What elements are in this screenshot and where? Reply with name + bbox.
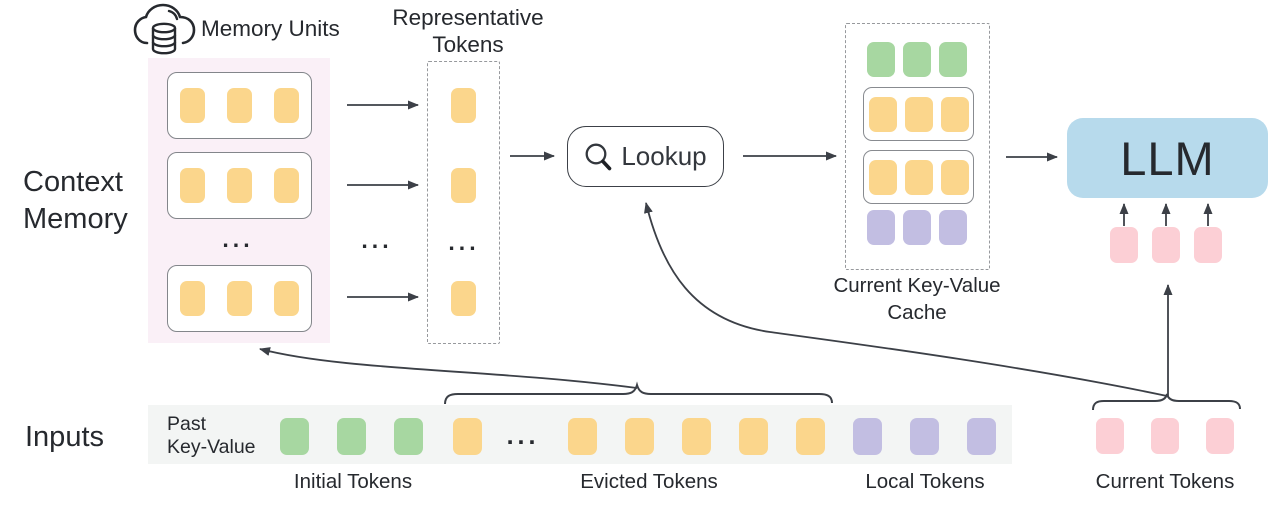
context-memory-label: Context Memory [23,166,128,235]
kv-token [904,159,933,195]
kv-token [280,418,309,455]
search-icon [585,143,612,170]
representative-token [451,168,476,203]
ellipsis-dots: ... [448,229,480,255]
kv-token [180,281,205,316]
lookup-button: Lookup [567,126,724,187]
current-tokens-brace [1092,393,1241,411]
representative-tokens-box [427,61,500,344]
local-tokens-label: Local Tokens [865,470,985,493]
evicted-tokens-label: Evicted Tokens [580,470,718,493]
kv-token [274,88,299,123]
kv-token [682,418,711,455]
kv-token [568,418,597,455]
cache-local-row [867,210,967,245]
kv-token [337,418,366,455]
memory-unit [167,152,312,219]
initial-tokens-group [280,418,423,455]
kv-token [180,88,205,123]
kv-token [796,418,825,455]
cache-retrieved-unit [863,150,974,204]
current-tokens-group [1096,418,1234,454]
memory-unit [167,72,312,139]
kv-token [180,168,205,203]
kv-token [903,42,931,77]
kv-token [227,168,252,203]
memory-units-title: Memory Units [201,16,340,41]
kv-token [868,96,897,132]
kv-token [967,418,996,455]
representative-tokens-title: Representative Tokens [392,5,544,57]
current-token [1194,227,1222,263]
kv-token [903,210,931,245]
cache-retrieved-unit [863,87,974,141]
kv-token [453,418,482,455]
ellipsis-dots: ... [222,226,254,252]
context-memory-panel [148,58,330,343]
lookup-label: Lookup [621,141,707,171]
kv-token [904,96,933,132]
kv-token [274,168,299,203]
kv-token [853,418,882,455]
ellipsis-dots: ... [361,227,393,253]
kv-token [227,88,252,123]
local-tokens-group [853,418,996,455]
kv-token [867,210,895,245]
memory-unit [167,265,312,332]
kv-token [940,159,969,195]
ellipsis-dots: ... [506,422,540,450]
kv-token [739,418,768,455]
kv-token [625,418,654,455]
kv-token [940,96,969,132]
kv-token [274,281,299,316]
evicted-tokens-brace [444,381,833,405]
cache-initial-row [867,42,967,77]
kv-token [1151,418,1179,454]
kv-token [939,42,967,77]
kv-token [394,418,423,455]
inputs-label: Inputs [25,421,104,453]
kv-token [1096,418,1124,454]
current-kv-cache-caption: Current Key-Value Cache [833,274,1001,324]
representative-token [451,281,476,316]
representative-token [451,88,476,123]
kv-token [1206,418,1234,454]
evicted-tokens-group [568,418,825,455]
kv-token [910,418,939,455]
current-token [1110,227,1138,263]
llm-box: LLM [1067,118,1268,198]
current-tokens-label: Current Tokens [1095,470,1235,493]
kv-token [867,42,895,77]
arrow-evicted-to-memory [259,347,638,389]
kv-token [939,210,967,245]
past-key-value-label: Past Key-Value [167,413,256,458]
current-token [1152,227,1180,263]
cloud-database-icon [133,3,196,55]
llm-label: LLM [1120,131,1215,185]
kv-token [868,159,897,195]
initial-tokens-label: Initial Tokens [293,470,413,493]
kv-token [227,281,252,316]
